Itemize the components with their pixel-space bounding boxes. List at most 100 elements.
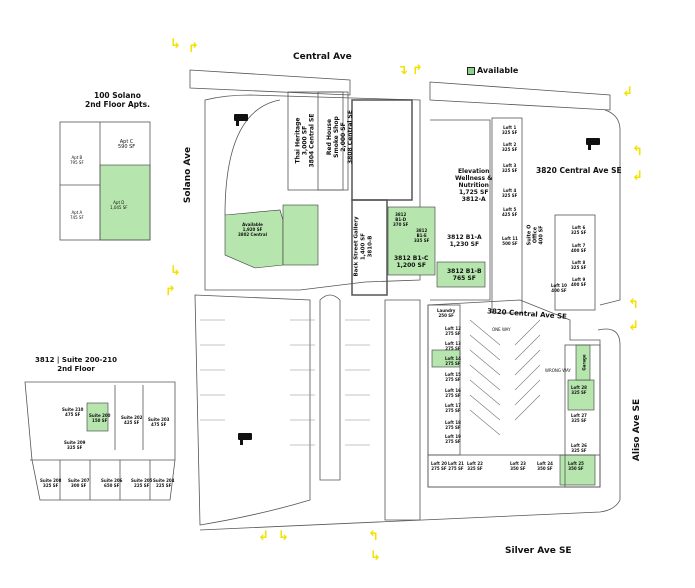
loft-28: Loft 28 325 SF xyxy=(571,385,587,395)
tenant-3812-b1-b: 3812 B1-B 765 SF xyxy=(447,268,482,282)
traffic-arrow-icon: ↳ xyxy=(170,37,181,52)
aliso-curb xyxy=(199,328,621,531)
address-3820-north: 3820 Central Ave SE xyxy=(536,166,622,175)
apt-b: Apt B 795 SF xyxy=(70,155,84,165)
available-3802-annex xyxy=(282,204,319,266)
legend-label: Available xyxy=(477,66,519,75)
elevation-space xyxy=(430,119,491,301)
loft-12: Loft 12 275 SF xyxy=(445,326,461,336)
suite-204: Suite 204 225 SF xyxy=(153,478,175,488)
traffic-arrow-icon: ↲ xyxy=(628,319,639,334)
loft-4: Loft 4 325 SF xyxy=(502,188,518,198)
food-truck-icon xyxy=(234,114,248,123)
suite-210: Suite 210 475 SF xyxy=(62,407,84,417)
loft-27: Loft 27 325 SF xyxy=(571,413,587,423)
loft-8: Loft 8 325 SF xyxy=(571,260,587,270)
laundry: Laundry 250 SF xyxy=(437,308,456,318)
tenant-red-house: Red House Smoke Shop 2,000 SF 3808 Centr… xyxy=(325,110,354,164)
loft-17: Loft 17 275 SF xyxy=(445,403,461,413)
traffic-arrow-icon: ↳ xyxy=(278,529,289,544)
loft-13: Loft 13 275 SF xyxy=(445,341,461,351)
tenant-3812-b1-e: 3812 B1-E 335 SF xyxy=(414,228,430,243)
apt-c: Apt C 590 SF xyxy=(118,139,136,150)
loft-14: Loft 14 275 SF xyxy=(445,356,461,366)
loft-3: Loft 3 325 SF xyxy=(502,163,518,173)
parking-island xyxy=(319,294,341,481)
corner-suite xyxy=(351,99,413,201)
traffic-arrow-icon: ↲ xyxy=(622,85,633,100)
tenant-elevation: Elevation Wellness & Nutrition 1,725 SF … xyxy=(455,168,493,203)
suite-plan-title: 3812 | Suite 200-210 2nd Floor xyxy=(35,356,117,373)
available-3812-b1-c-d-e xyxy=(387,206,436,276)
tenant-suite-o: Suite O Office 400 SF xyxy=(526,224,545,246)
loft-23: Loft 23 350 SF xyxy=(510,461,526,471)
garage: Garage xyxy=(581,354,587,371)
suite-202: Suite 202 425 SF xyxy=(121,415,143,425)
loft-9: Loft 9 400 SF xyxy=(571,277,587,287)
east-curb xyxy=(599,109,621,306)
loft-7: Loft 7 400 SF xyxy=(571,243,587,253)
central-ave-median-east xyxy=(429,81,611,111)
loft-16: Loft 16 275 SF xyxy=(445,388,461,398)
available-loft-28 xyxy=(567,379,595,411)
central-ave-median xyxy=(189,69,351,96)
tenant-3812-b1-a: 3812 B1-A 1,230 SF xyxy=(447,234,482,248)
traffic-arrow-icon: ↲ xyxy=(258,529,269,544)
loft-19: Loft 19 275 SF xyxy=(445,434,461,444)
tenant-thai-heritage: Thai Heritage 3,000 SF 3804 Central SE xyxy=(294,113,316,168)
available-spaces xyxy=(86,164,596,486)
apt-d: Apt D 1,045 SF xyxy=(110,200,128,210)
suite-207: Suite 207 300 SF xyxy=(68,478,90,488)
traffic-arrow-icon: ↰ xyxy=(368,529,379,544)
street-silver-ave: Silver Ave SE xyxy=(505,546,572,556)
loft-26: Loft 26 325 SF xyxy=(571,443,587,453)
parking-stripes xyxy=(200,319,370,446)
suite-203: Suite 203 475 SF xyxy=(148,417,170,427)
loft-2: Loft 2 325 SF xyxy=(502,142,518,152)
loft-6: Loft 6 325 SF xyxy=(571,225,587,235)
one-way-sign: ONE WAY xyxy=(492,327,511,332)
traffic-arrow-icon: ↰ xyxy=(632,144,643,159)
suite-206: Suite 206 650 SF xyxy=(101,478,123,488)
loft-24: Loft 24 350 SF xyxy=(537,461,553,471)
available-loft-25 xyxy=(559,454,596,486)
tenant-3812-b1-c: 3812 B1-C 1,200 SF xyxy=(394,255,429,269)
traffic-arrow-icon: ↳ xyxy=(370,549,381,564)
available-swatch xyxy=(467,66,475,75)
apt-a: Apt A 745 SF xyxy=(70,210,84,220)
loft-21: Loft 21 275 SF xyxy=(448,461,464,471)
loft-1: Loft 1 325 SF xyxy=(502,125,518,135)
loft-15: Loft 15 275 SF xyxy=(445,372,461,382)
solano-apts-title: 100 Solano 2nd Floor Apts. xyxy=(85,91,150,109)
tenant-available-3802: Available 1,920 SF 3802 Central xyxy=(238,222,267,237)
solano-apartments-plan xyxy=(59,121,151,241)
food-truck-icon xyxy=(238,433,252,442)
west-parking-lot xyxy=(194,294,311,526)
loft-22: Loft 22 325 SF xyxy=(467,461,483,471)
loft-25: Loft 25 350 SF xyxy=(568,461,584,471)
east-lofts-wing xyxy=(554,214,596,311)
suite-208: Suite 208 325 SF xyxy=(40,478,62,488)
suite-205: Suite 205 225 SF xyxy=(131,478,153,488)
drive-curve xyxy=(224,99,281,216)
loft-18: Loft 18 275 SF xyxy=(445,420,461,430)
food-truck-icon xyxy=(586,138,600,147)
east-parking-aisle xyxy=(384,299,421,521)
suite-200: Suite 200 150 SF xyxy=(89,413,111,423)
wrong-way-sign: WRONG WAY xyxy=(545,368,571,373)
loft-10: Loft 10 400 SF xyxy=(551,283,567,293)
tenant-3812-b1-d: 3812 B1-D 370 SF xyxy=(393,212,409,227)
traffic-arrow-icon: ↰ xyxy=(628,297,639,312)
traffic-arrow-icon: ↱ xyxy=(165,284,176,299)
north-lofts-wing xyxy=(491,117,523,314)
traffic-arrow-icon: ↳ xyxy=(170,264,181,279)
thai-heritage-space xyxy=(287,91,344,191)
traffic-arrow-icon: ↱ xyxy=(188,41,199,56)
street-aliso-ave: Aliso Ave SE xyxy=(632,398,643,462)
back-street-gallery-space xyxy=(351,199,388,296)
loft-5: Loft 5 425 SF xyxy=(502,207,518,217)
traffic-arrow-icon: ↴ xyxy=(397,63,408,78)
suite-209: Suite 209 325 SF xyxy=(64,440,86,450)
